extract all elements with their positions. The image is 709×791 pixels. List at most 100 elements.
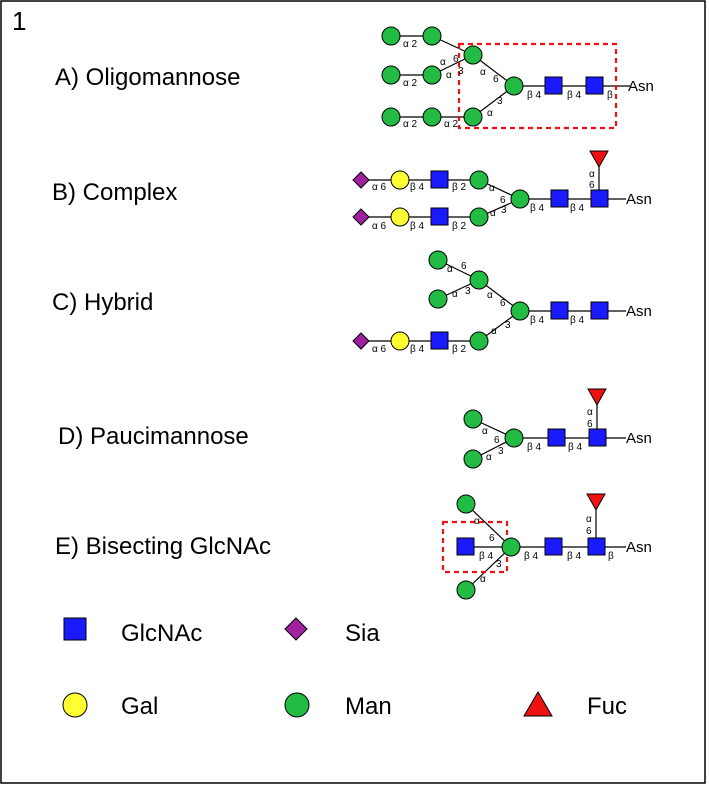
- legend-man-symbol: [284, 692, 310, 718]
- glcnac-residue: [544, 76, 563, 95]
- asn-label: Asn: [626, 191, 652, 208]
- linkage-label: α: [474, 516, 480, 527]
- linkage-label: β 4: [570, 203, 585, 214]
- residues-paucimannose: [463, 388, 607, 469]
- glycan-complex: α 6 β 4 β 2 α 6 β 4 β 2 α 6 α 3 β 4 β 4 …: [352, 150, 652, 232]
- linkage-labels-bisecting: α 6 β 4 3 α β 4 β 4 β α 6: [474, 514, 614, 585]
- glycan-hybrid: α 6 α 3 α 6 α 3 α 6 β 4 β 2 β 4 β 4 Asn: [352, 250, 652, 355]
- row-label-complex: B) Complex: [52, 179, 177, 206]
- linkage-label: α 2: [403, 78, 418, 89]
- linkage-label: α: [587, 407, 593, 418]
- linkage-label: 3: [505, 320, 511, 331]
- residues-hybrid: [352, 250, 609, 351]
- core-highlight-box: [457, 42, 618, 130]
- linkage-label: 6: [453, 54, 459, 65]
- legend-sia-label: Sia: [345, 620, 380, 647]
- linkage-label: 6: [500, 195, 506, 206]
- panel-number: 1: [12, 6, 26, 36]
- linkage-label: 3: [501, 205, 507, 216]
- linkage-label: α 2: [444, 119, 459, 130]
- linkage-label: α: [586, 514, 592, 525]
- linkage-label: α: [480, 574, 486, 585]
- linkage-label: α 6: [372, 182, 387, 193]
- man-residue: [469, 170, 489, 190]
- sia-residue: [352, 171, 370, 189]
- linkage-label: α 6: [372, 344, 387, 355]
- legend-glcnac-label: GlcNAc: [121, 620, 202, 647]
- linkage-label: β 4: [524, 551, 539, 562]
- linkage-label: α: [446, 70, 452, 81]
- sia-residue: [352, 208, 370, 226]
- linkage-label: β 2: [452, 344, 467, 355]
- residues-bisecting: [456, 493, 606, 600]
- linkage-label: α: [491, 326, 497, 337]
- glycan-paucimannose: α 6 α 3 β 4 β 4 α 6 Asn: [463, 388, 652, 469]
- row-label-bisecting: E) Bisecting GlcNAc: [55, 533, 271, 560]
- man-residue: [456, 580, 476, 600]
- linkage-label: β 4: [527, 442, 542, 453]
- linkage-label: 6: [493, 74, 499, 85]
- glcnac-residue: [550, 301, 569, 320]
- linkage-label: α: [589, 169, 595, 180]
- linkage-label: α: [487, 108, 493, 119]
- asn-label: Asn: [626, 539, 652, 556]
- asn-label: Asn: [628, 78, 654, 95]
- glcnac-residue: [456, 537, 475, 556]
- gal-residue: [390, 170, 410, 190]
- glcnac-residue: [550, 189, 569, 208]
- linkage-label: β 4: [567, 90, 582, 101]
- man-residue: [381, 26, 401, 46]
- man-residue: [469, 270, 489, 290]
- asn-label: Asn: [626, 303, 652, 320]
- man-residue: [428, 250, 448, 270]
- man-residue: [469, 207, 489, 227]
- asn-label: Asn: [626, 430, 652, 447]
- linkage-label: β 2: [452, 221, 467, 232]
- linkage-label: β: [607, 90, 613, 101]
- linkage-label: 3: [458, 66, 464, 77]
- linkage-label: β 4: [530, 203, 545, 214]
- man-residue: [501, 537, 521, 557]
- glcnac-residue: [430, 170, 449, 189]
- linkage-label: 6: [587, 419, 593, 430]
- fuc-residue: [586, 493, 606, 512]
- man-residue: [504, 76, 524, 96]
- glcnac-residue: [590, 189, 609, 208]
- glcnac-residue: [430, 331, 449, 350]
- bisecting-highlight-box: [441, 520, 509, 574]
- row-label-hybrid: C) Hybrid: [52, 289, 153, 316]
- linkage-label: α 2: [403, 39, 418, 50]
- man-residue: [422, 26, 442, 46]
- glycan-bisecting: α 6 β 4 3 α β 4 β 4 β α 6 Asn: [441, 493, 652, 600]
- linkage-label: α: [452, 289, 458, 300]
- linkage-label: α: [482, 426, 488, 437]
- glcnac-residue: [430, 207, 449, 226]
- man-residue: [463, 107, 483, 127]
- linkage-labels-paucimannose: α 6 α 3 β 4 β 4 α 6: [482, 407, 593, 463]
- linkage-label: β 4: [568, 442, 583, 453]
- fuc-residue: [589, 150, 609, 169]
- linkage-label: β 4: [527, 90, 542, 101]
- linkage-label: α 6: [372, 221, 387, 232]
- glcnac-residue: [585, 76, 604, 95]
- man-residue: [463, 449, 483, 469]
- linkage-label: β 4: [410, 344, 425, 355]
- man-residue: [381, 107, 401, 127]
- linkage-label: β 4: [530, 315, 545, 326]
- row-label-paucimannose: D) Paucimannose: [58, 423, 249, 450]
- linkage-label: 6: [461, 261, 467, 272]
- linkage-label: β 2: [452, 182, 467, 193]
- linkage-label: β 4: [410, 221, 425, 232]
- man-residue: [469, 331, 489, 351]
- legend-man-label: Man: [345, 693, 392, 720]
- linkage-label: α: [489, 183, 495, 194]
- man-residue: [428, 289, 448, 309]
- glycan-oligomannose: α 2 α 2 α 2 α 2 α 6 α 3 α 6 3 α β 4 β 4 …: [381, 26, 654, 130]
- residues-oligomannose: [381, 26, 604, 127]
- legend-fuc-label: Fuc: [587, 693, 627, 720]
- linkage-label: β 4: [567, 551, 582, 562]
- man-residue: [510, 189, 530, 209]
